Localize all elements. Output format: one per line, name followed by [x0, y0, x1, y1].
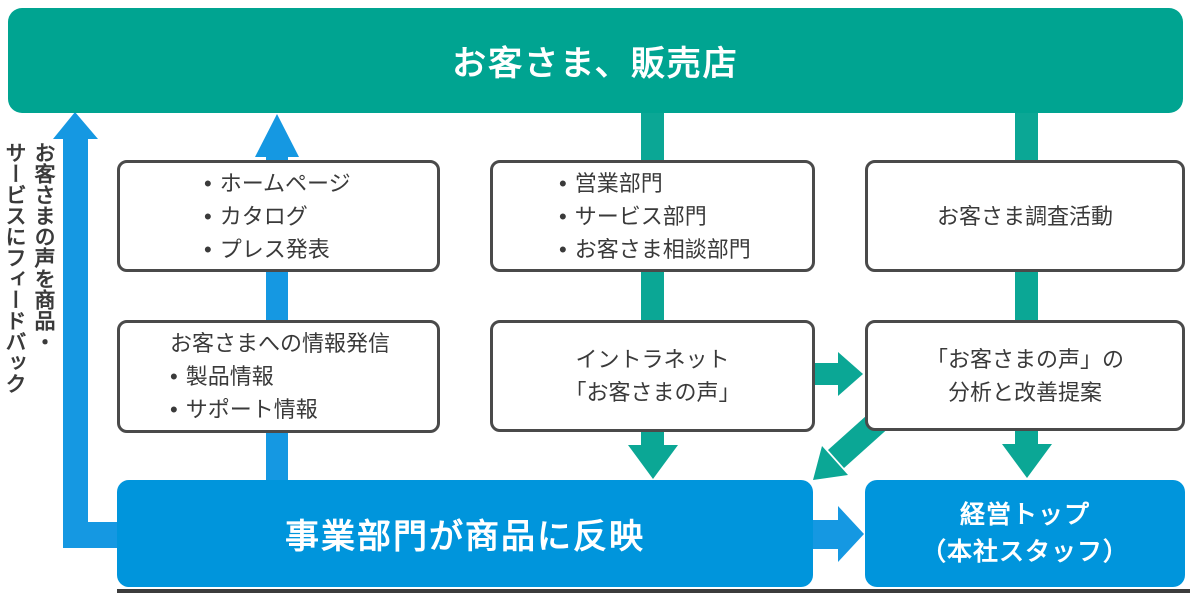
info-channel-item: プレス発表 — [204, 233, 437, 266]
management-line1: 経営トップ — [959, 500, 1090, 529]
survey-box: お客さま調査活動 — [865, 160, 1185, 272]
analysis-box: 「お客さまの声」の 分析と改善提案 — [865, 320, 1185, 431]
business-to-management-arrow — [813, 506, 864, 562]
analysis-line2: 分析と改善提案 — [947, 379, 1102, 405]
info-dispatch-box: お客さまへの情報発信 製品情報 サポート情報 — [117, 320, 440, 433]
feedback-vertical-note: お客さまの声を商品・ サービスにフィードバック — [0, 142, 58, 414]
bottom-edge-divider — [117, 589, 1190, 593]
feedback-up-arrow — [53, 112, 117, 548]
info-dispatch-item: サポート情報 — [170, 393, 437, 426]
analysis-line1: 「お客さまの声」の — [925, 346, 1124, 372]
contact-department-item: お客さま相談部門 — [559, 233, 812, 266]
survey-label: お客さま調査活動 — [936, 203, 1113, 229]
contact-department-item: 営業部門 — [559, 167, 812, 200]
intranet-line1: イントラネット — [575, 347, 730, 372]
feedback-note-line1: お客さまの声を商品・ — [32, 142, 55, 352]
contact-department-item: サービス部門 — [559, 200, 812, 233]
feedback-note-line2: サービスにフィードバック — [3, 142, 26, 394]
contact-departments-box: 営業部門 サービス部門 お客さま相談部門 — [490, 160, 815, 272]
info-channel-item: カタログ — [204, 200, 437, 233]
intranet-box: イントラネット 「お客さまの声」 — [490, 320, 815, 432]
info-dispatch-item: 製品情報 — [170, 360, 437, 393]
info-channels-box: ホームページ カタログ プレス発表 — [117, 160, 440, 272]
business-divisions-banner: 事業部門が商品に反映 — [117, 480, 813, 587]
management-line2: （本社スタッフ） — [920, 537, 1129, 566]
info-channel-item: ホームページ — [204, 167, 437, 200]
intranet-to-analysis-arrow — [813, 352, 863, 396]
customers-dealers-label: お客さま、販売店 — [452, 45, 739, 83]
management-box: 経営トップ （本社スタッフ） — [865, 480, 1185, 587]
info-dispatch-title: お客さまへの情報発信 — [170, 331, 391, 356]
intranet-line2: 「お客さまの声」 — [564, 380, 741, 405]
business-divisions-label: 事業部門が商品に反映 — [285, 518, 645, 556]
customers-dealers-banner: お客さま、販売店 — [8, 8, 1183, 113]
